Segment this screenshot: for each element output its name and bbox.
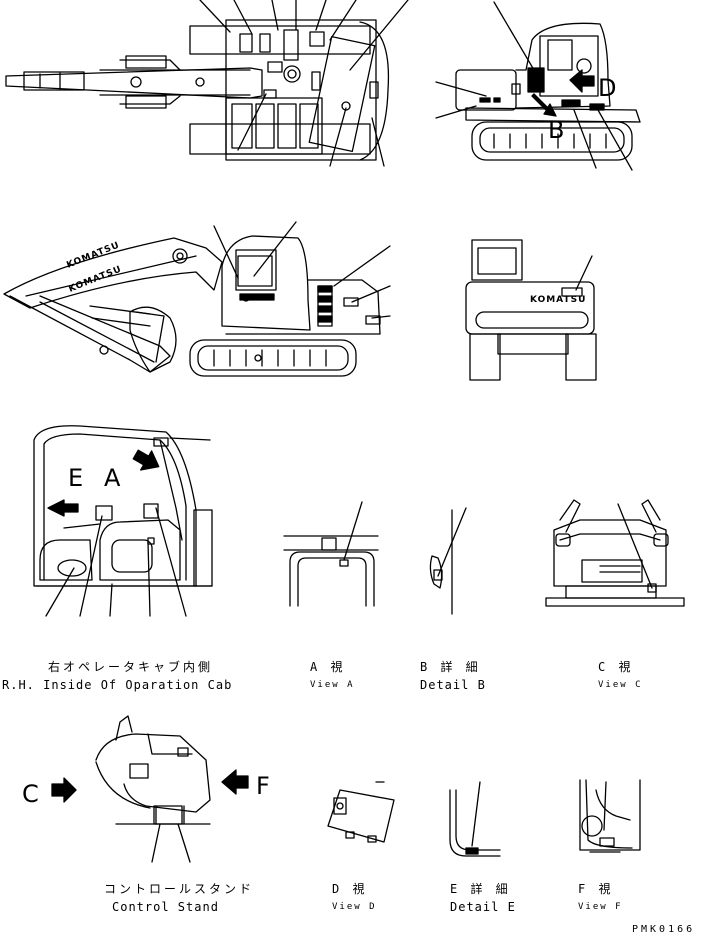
boom-brand-text: KOMATSU <box>67 264 123 294</box>
caption-view-a-en: View A <box>310 680 355 690</box>
caption-detail-b-en: Detail B <box>420 678 486 692</box>
letter-f-label: F <box>256 772 270 800</box>
caption-cab-en: R.H. Inside Of Oparation Cab <box>2 678 233 692</box>
rear-view <box>465 239 597 381</box>
side-view-small <box>435 1 641 171</box>
caption-stand-en: Control Stand <box>112 900 219 914</box>
view-c-drawing <box>545 499 685 607</box>
caption-view-c-en: View C <box>598 680 643 690</box>
caption-view-c-jp: C 視 <box>598 660 634 674</box>
view-a-drawing <box>283 501 379 607</box>
caption-view-d-en: View D <box>332 902 377 912</box>
letter-e-label: E <box>68 464 83 492</box>
letter-b-label: B <box>548 116 564 144</box>
control-stand-drawing <box>51 715 249 863</box>
caption-stand-jp: コントロールスタンド <box>104 882 255 896</box>
side-view-excavator <box>3 221 391 377</box>
caption-view-a-jp: A 視 <box>310 660 346 674</box>
rear-brand-text: KOMATSU <box>530 295 586 305</box>
part-number: PMK0166 <box>632 924 696 935</box>
caption-detail-e-jp: E 詳 細 <box>450 882 511 896</box>
view-d-drawing <box>327 781 395 843</box>
caption-detail-e-en: Detail E <box>450 900 516 914</box>
caption-cab-jp: 右オペレータキャブ内側 <box>48 660 214 674</box>
caption-view-d-jp: D 視 <box>332 882 368 896</box>
letter-c-label: C <box>22 780 39 808</box>
caption-view-f-en: View F <box>578 902 623 912</box>
cab-inside-view <box>33 425 213 617</box>
letter-a-label: A <box>104 464 121 492</box>
top-view-plan <box>5 0 409 167</box>
letter-d-label: D <box>598 74 616 102</box>
caption-detail-b-jp: B 詳 細 <box>420 660 481 674</box>
detail-b-drawing <box>429 507 467 615</box>
view-f-drawing <box>579 779 641 853</box>
detail-e-drawing <box>449 781 501 857</box>
caption-view-f-jp: F 視 <box>578 882 614 896</box>
